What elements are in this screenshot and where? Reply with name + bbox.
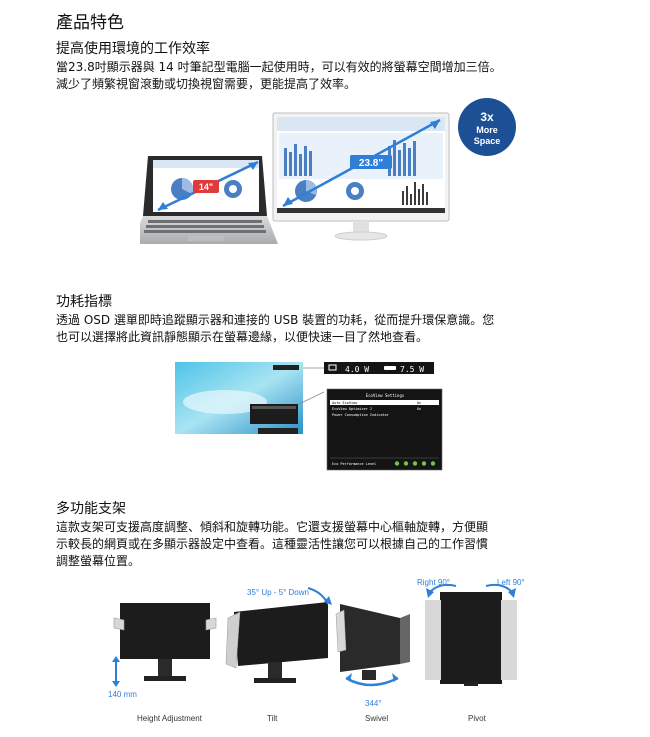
osd-row-2-label: EcoView Optimizer 2 (332, 407, 372, 411)
monitor-power-value: 4.0 W (345, 365, 369, 374)
power-line-2: 也可以選擇將此資訊靜態顯示在螢幕邊緣，以便快速一目了然地查看。 (56, 330, 429, 344)
badge-line-1: More (476, 125, 498, 135)
stand-line-3: 調整螢幕位置。 (56, 554, 141, 568)
caption-pivot: Pivot (468, 714, 486, 723)
height-range-label: 140 mm (108, 690, 137, 699)
page-title: 產品特色 (56, 13, 124, 33)
osd-row-1-label: Auto EcoView (332, 401, 358, 405)
monitor-size-label: 23.8" (359, 158, 383, 169)
osd-row-1-value: On (417, 401, 421, 405)
section-title-efficiency: 提高使用環境的工作效率 (56, 41, 210, 57)
stand-adjustments-illustration (112, 583, 517, 687)
stand-line-1: 這款支架可支援高度調整、傾斜和旋轉功能。它還支援螢幕中心樞軸旋轉，方便顯 (56, 520, 489, 534)
pivot-right-label: Right 90° (417, 578, 450, 587)
osd-row-2-value: On (417, 407, 421, 411)
section-title-stand: 多功能支架 (56, 501, 126, 517)
eco-leaf-icons (394, 461, 436, 466)
badge-line-2: Space (474, 136, 501, 146)
section-title-power: 功耗指標 (56, 294, 112, 310)
osd-menu-title: EcoView Settings (366, 393, 405, 398)
caption-height: Height Adjustment (137, 714, 202, 723)
power-text: 透過 OSD 選單即時追蹤顯示器和連接的 USB 裝置的功耗，從而提升環保意識。… (56, 312, 566, 346)
efficiency-text: 當23.8吋顯示器與 14 吋筆記型電腦一起使用時，可以有效的將螢幕空間增加三倍… (56, 59, 566, 93)
usb-power-value: 7.5 W (400, 365, 424, 374)
power-line-1: 透過 OSD 選單即時追蹤顯示器和連接的 USB 裝置的功耗，從而提升環保意識。… (56, 313, 495, 327)
caption-tilt: Tilt (267, 714, 278, 723)
stand-text: 這款支架可支援高度調整、傾斜和旋轉功能。它還支援螢幕中心樞軸旋轉，方便顯 示較長… (56, 519, 566, 570)
laptop-size-label: 14" (199, 182, 213, 192)
eco-level-label: Eco Performance Level (332, 462, 376, 466)
osd-row-3-label: Power Consumption Indicator (332, 413, 389, 417)
power-indicator-illustration: 4.0 W 7.5 W EcoView Settings Auto EcoVie… (175, 362, 443, 471)
laptop-monitor-illustration: 23.8" 14" 3x More Space (140, 98, 516, 244)
badge-multiplier: 3x (480, 110, 494, 124)
swivel-range-label: 344° (365, 699, 382, 708)
efficiency-line-2: 減少了頻繁視窗滾動或切換視窗需要，更能提高了效率。 (56, 77, 357, 91)
pivot-left-label: Left 90° (497, 578, 525, 587)
caption-swivel: Swivel (365, 714, 389, 723)
tilt-range-label: 35° Up - 5° Down (247, 588, 309, 597)
stand-line-2: 示較長的網頁或在多顯示器設定中查看。這種靈活性讓您可以根據自己的工作習慣 (56, 537, 489, 551)
efficiency-line-1: 當23.8吋顯示器與 14 吋筆記型電腦一起使用時，可以有效的將螢幕空間增加三倍… (56, 60, 502, 74)
